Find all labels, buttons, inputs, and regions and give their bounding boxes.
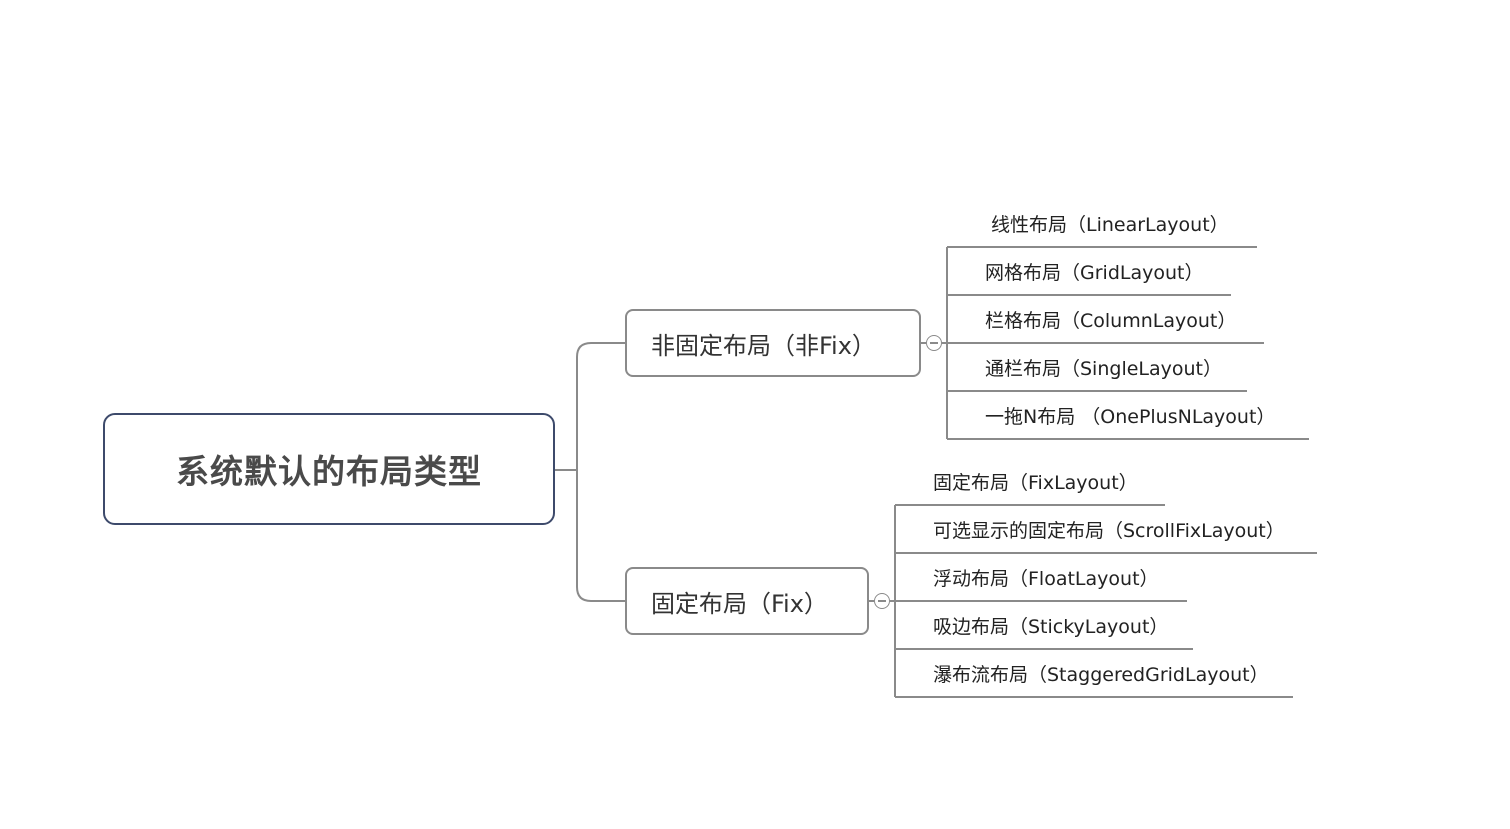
leaf-topic-column-layout[interactable]: 栏格布局（ColumnLayout） <box>985 310 1237 332</box>
branch-topic-fix-label: 固定布局（Fix） <box>651 589 828 618</box>
leaf-topic-fix-layout[interactable]: 固定布局（FixLayout） <box>933 472 1138 494</box>
connector-root-to-fix <box>576 470 625 602</box>
leaf-topic-oneplusn-layout[interactable]: 一拖N布局 （OnePlusNLayout） <box>985 406 1276 428</box>
leaf-topic-scrollfix-layout[interactable]: 可选显示的固定布局（ScrollFixLayout） <box>933 520 1285 542</box>
leaf-topic-staggered-grid-layout[interactable]: 瀑布流布局（StaggeredGridLayout） <box>933 664 1269 686</box>
branch-topic-nonfix[interactable]: 非固定布局（非Fix） <box>625 309 921 377</box>
leaf-topic-linear-layout[interactable]: 线性布局（LinearLayout） <box>991 214 1229 236</box>
root-topic-label: 系统默认的布局类型 <box>176 452 482 491</box>
connector-root-to-nonfix <box>576 342 625 470</box>
leaf-topic-float-layout[interactable]: 浮动布局（FloatLayout） <box>933 568 1159 590</box>
root-topic[interactable]: 系统默认的布局类型 <box>103 413 555 525</box>
collapse-icon[interactable] <box>926 335 942 351</box>
collapse-icon[interactable] <box>874 593 890 609</box>
leaf-topic-sticky-layout[interactable]: 吸边布局（StickyLayout） <box>933 616 1169 638</box>
branch-topic-nonfix-label: 非固定布局（非Fix） <box>651 331 876 360</box>
branch-topic-fix[interactable]: 固定布局（Fix） <box>625 567 869 635</box>
leaf-topic-single-layout[interactable]: 通栏布局（SingleLayout） <box>985 358 1222 380</box>
leaf-topic-grid-layout[interactable]: 网格布局（GridLayout） <box>985 262 1204 284</box>
